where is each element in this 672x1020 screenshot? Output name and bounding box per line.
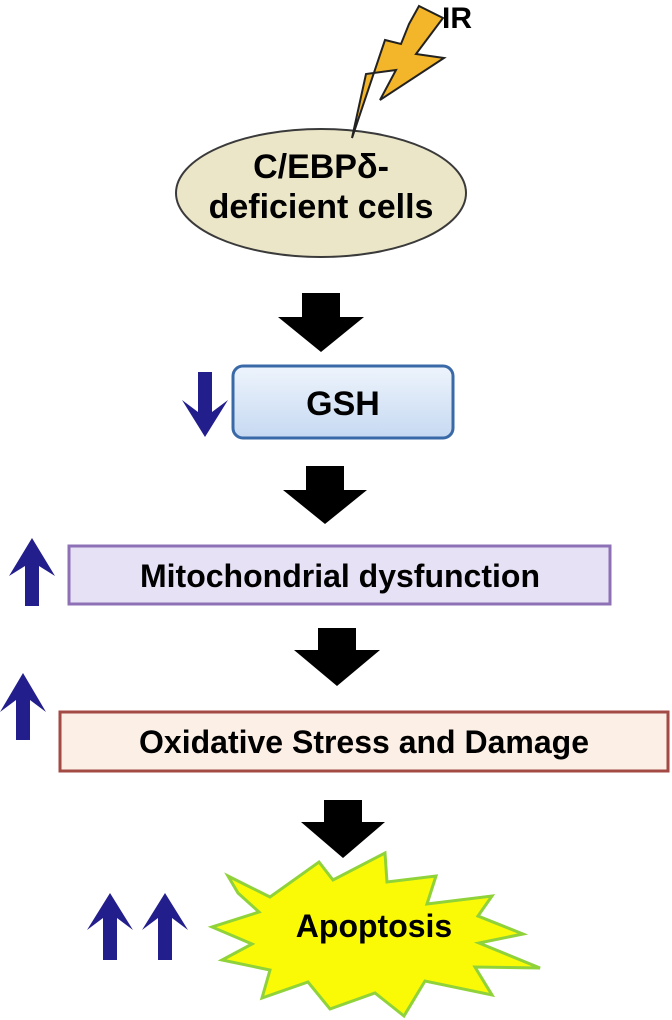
flow-arrow — [283, 466, 367, 524]
increase-arrow-icon — [0, 673, 46, 740]
apoptosis-starburst — [207, 850, 541, 1019]
stimulus-label: IR — [442, 2, 472, 35]
cells-label-line2: deficient cells — [209, 188, 434, 226]
oxidative-label: Oxidative Stress and Damage — [139, 724, 589, 760]
cells-ellipse — [175, 128, 467, 258]
flow-arrow — [301, 800, 385, 858]
gsh-label: GSH — [306, 385, 380, 423]
mito-box — [67, 544, 612, 606]
flow-arrow — [294, 628, 380, 686]
increase-arrow-icon — [87, 893, 133, 960]
lightning-bolt-icon — [351, 4, 447, 139]
flow-arrow — [278, 293, 364, 352]
gsh-box — [231, 364, 455, 440]
apoptosis-label: Apoptosis — [296, 908, 452, 944]
increase-arrow-icon — [9, 538, 55, 606]
oxidative-box — [58, 710, 670, 773]
mito-label: Mitochondrial dysfunction — [140, 558, 540, 594]
cells-label-line1: C/EBPδ- — [253, 148, 389, 186]
increase-arrow-icon — [142, 893, 188, 960]
decrease-arrow-icon — [182, 372, 228, 437]
